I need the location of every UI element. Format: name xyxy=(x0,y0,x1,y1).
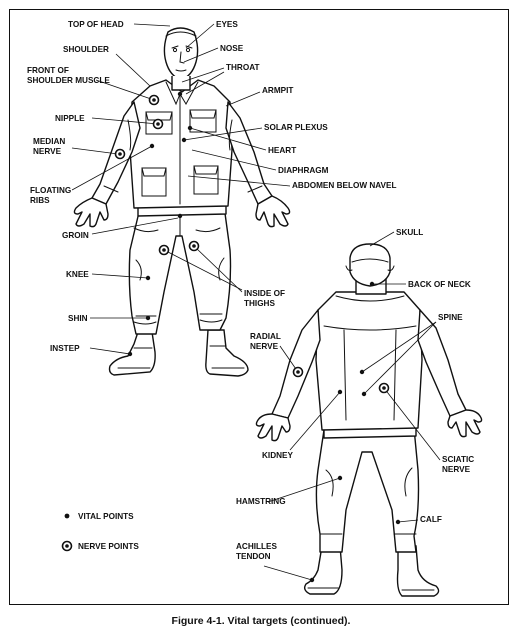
back-trousers xyxy=(316,428,418,552)
figure-caption: Figure 4-1. Vital targets (continued). xyxy=(172,615,351,627)
vital-point-marker xyxy=(146,276,150,280)
label-spine: SPINE xyxy=(438,313,463,322)
vital-point-marker xyxy=(360,370,364,374)
vital-point-marker xyxy=(310,578,314,582)
label-skull: SKULL xyxy=(396,228,423,237)
label-nose: NOSE xyxy=(220,44,244,53)
back-left-hand xyxy=(256,414,290,441)
label-shin: SHIN xyxy=(68,314,88,323)
label-sciatic-nerve-line1: SCIATIC xyxy=(442,455,474,464)
vital-point-marker xyxy=(150,144,154,148)
label-median-nerve-line2: NERVE xyxy=(33,147,62,156)
nerve-point-marker xyxy=(380,384,389,393)
label-eyes: EYES xyxy=(216,20,238,29)
label-hamstring: HAMSTRING xyxy=(236,497,286,506)
front-right-arm xyxy=(226,102,272,204)
back-left-arm xyxy=(272,310,320,418)
nerve-point-marker xyxy=(116,150,125,159)
label-achilles-tendon-line2: TENDON xyxy=(236,552,271,561)
label-radial-nerve-line1: RADIAL xyxy=(250,332,281,341)
front-jacket xyxy=(130,80,232,208)
label-top-of-head: TOP OF HEAD xyxy=(68,20,124,29)
vital-point-marker xyxy=(178,92,182,96)
label-achilles-tendon-line1: ACHILLES xyxy=(236,542,277,551)
vital-point-marker xyxy=(362,392,366,396)
label-abdomen-below-navel: ABDOMEN BELOW NAVEL xyxy=(292,181,396,190)
label-solar-plexus: SOLAR PLEXUS xyxy=(264,123,328,132)
nerve-point-marker xyxy=(154,120,163,129)
label-shoulder: SHOULDER xyxy=(63,45,109,54)
vital-point-marker xyxy=(188,126,192,130)
label-calf: CALF xyxy=(420,515,442,524)
vital-point-marker xyxy=(146,316,150,320)
vital-point-marker xyxy=(338,390,342,394)
vital-point-marker xyxy=(370,282,374,286)
legend-vital-marker xyxy=(65,514,70,519)
back-jacket xyxy=(316,292,422,430)
nerve-point-marker xyxy=(294,368,303,377)
label-inside-of-thighs-line1: INSIDE OF xyxy=(244,289,285,298)
label-front-of-shoulder-line1: FRONT OF xyxy=(27,66,69,75)
label-heart: HEART xyxy=(268,146,296,155)
label-diaphragm: DIAPHRAGM xyxy=(278,166,329,175)
vital-point-marker xyxy=(182,138,186,142)
label-instep: INSTEP xyxy=(50,344,80,353)
label-inside-of-thighs-line2: THIGHS xyxy=(244,299,275,308)
label-groin: GROIN xyxy=(62,231,89,240)
vital-point-marker xyxy=(338,476,342,480)
label-sciatic-nerve-line2: NERVE xyxy=(442,465,471,474)
label-front-of-shoulder-line2: SHOULDER MUSCLE xyxy=(27,76,110,85)
label-throat: THROAT xyxy=(226,63,260,72)
vital-point-marker xyxy=(396,520,400,524)
label-knee: KNEE xyxy=(66,270,89,279)
label-back-of-neck: BACK OF NECK xyxy=(408,280,471,289)
front-left-boot xyxy=(110,332,156,375)
legend-nerve-label: NERVE POINTS xyxy=(78,542,139,551)
label-kidney: KIDNEY xyxy=(262,451,293,460)
nerve-point-marker xyxy=(190,242,199,251)
front-left-hand xyxy=(74,198,108,227)
back-figure xyxy=(256,244,481,596)
back-right-boot xyxy=(398,546,439,596)
label-radial-nerve-line2: NERVE xyxy=(250,342,279,351)
back-left-boot xyxy=(305,546,342,594)
label-armpit: ARMPIT xyxy=(262,86,293,95)
nerve-point-marker xyxy=(150,96,159,105)
legend-nerve-marker xyxy=(63,542,72,551)
front-right-boot xyxy=(206,330,248,376)
back-right-arm xyxy=(418,310,466,416)
label-nipple: NIPPLE xyxy=(55,114,85,123)
nerve-point-marker xyxy=(160,246,169,255)
legend-vital-label: VITAL POINTS xyxy=(78,512,134,521)
label-median-nerve-line1: MEDIAN xyxy=(33,137,65,146)
label-floating-ribs-line2: RIBS xyxy=(30,196,50,205)
vital-point-marker xyxy=(178,214,182,218)
legend: VITAL POINTS NERVE POINTS xyxy=(63,512,140,551)
vital-point-marker xyxy=(128,352,132,356)
label-floating-ribs-line1: FLOATING xyxy=(30,186,71,195)
back-head xyxy=(350,244,390,286)
